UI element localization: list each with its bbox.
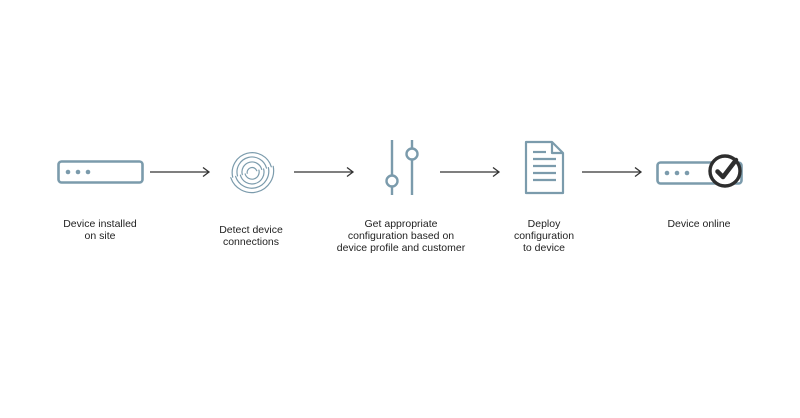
step-label-get-configuration: Get appropriate configuration based on d… (336, 218, 466, 254)
sliders-icon (378, 138, 422, 198)
document-icon (524, 140, 566, 196)
arrow-4 (582, 166, 644, 178)
step-label-detect-connections: Detect device connections (219, 224, 283, 248)
server-check-icon (656, 152, 746, 192)
step-label-device-installed: Device installed on site (63, 218, 137, 242)
arrow-2 (294, 166, 356, 178)
signal-detect-icon (227, 147, 277, 197)
step-label-deploy-configuration: Deploy configuration to device (513, 218, 575, 254)
arrow-1 (150, 166, 212, 178)
arrow-3 (440, 166, 502, 178)
step-label-device-online: Device online (667, 218, 731, 230)
server-icon (57, 160, 145, 185)
